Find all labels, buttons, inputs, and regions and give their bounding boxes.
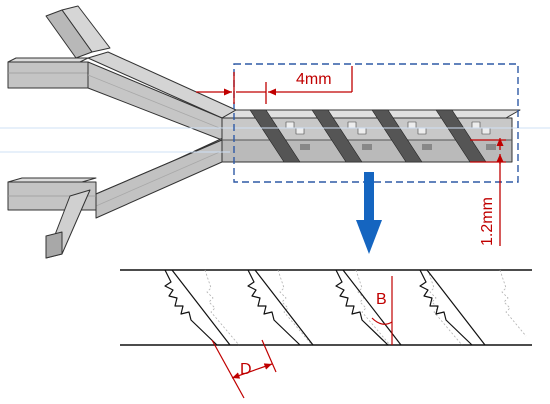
angle-annotation bbox=[371, 276, 393, 345]
length-dimension bbox=[196, 66, 353, 104]
height-dimension bbox=[470, 138, 506, 246]
zoom-arrow bbox=[356, 172, 382, 254]
height-label: 1.2mm bbox=[479, 197, 496, 246]
pitch-dimension bbox=[211, 339, 277, 399]
length-label: 4mm bbox=[296, 71, 332, 88]
angle-label: B bbox=[376, 291, 387, 308]
channel-body bbox=[7, 5, 521, 259]
top-view-detail: B D bbox=[120, 269, 532, 399]
solid-grooves bbox=[164, 269, 486, 346]
guide-lines bbox=[0, 127, 550, 153]
pitch-label: D bbox=[240, 361, 252, 378]
groove-pattern-3d bbox=[249, 109, 487, 163]
zoom-region-box bbox=[233, 63, 519, 183]
